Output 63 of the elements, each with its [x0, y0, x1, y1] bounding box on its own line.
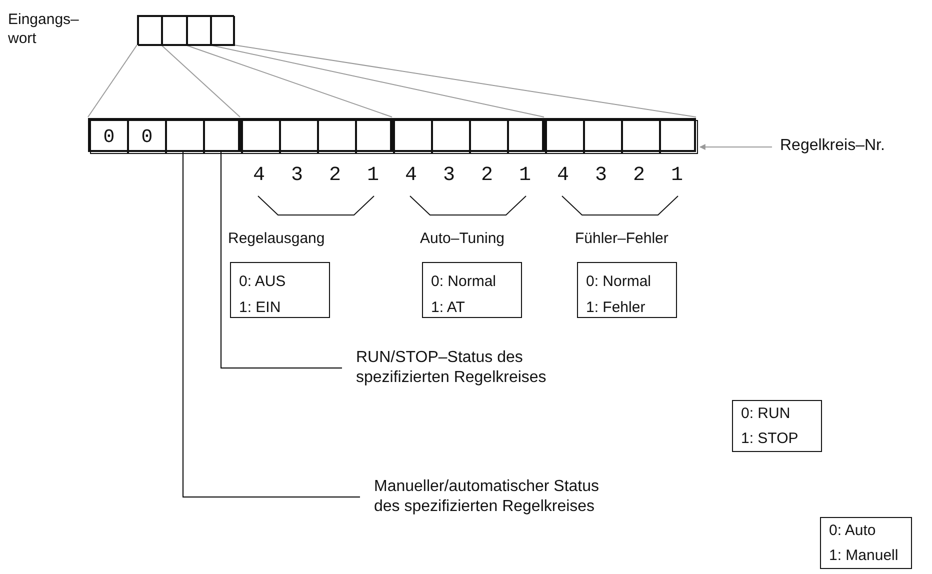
bit-cell	[138, 16, 162, 46]
bit-cell	[186, 16, 211, 46]
bit-number: 1	[366, 164, 380, 187]
bit-number: 1	[518, 164, 532, 187]
mapping-line	[185, 44, 392, 118]
value-text: 0: Normal	[431, 272, 498, 292]
value-text: 0: Auto	[829, 521, 877, 541]
bit-cell	[356, 120, 394, 154]
value-text: 1: Manuell	[829, 546, 900, 566]
field-heading: Auto–Tuning	[420, 230, 505, 247]
bit-group-box	[392, 118, 544, 152]
description-text: Regelkreis–Nr.	[780, 136, 910, 158]
field-heading: Fühler–Fehler	[575, 230, 668, 247]
value-text: 1: AT	[431, 298, 466, 318]
bit-cell	[204, 120, 242, 154]
bit-cell	[242, 120, 280, 154]
bit-number: 1	[670, 164, 684, 187]
bit-cell	[660, 120, 698, 154]
description-text: Manueller/automatischer Status des spezifizierten Regelkreises	[374, 477, 619, 521]
bit-group-box	[544, 118, 696, 152]
word-label: Eingangs– wort	[8, 10, 80, 48]
bit-number: 4	[556, 164, 570, 187]
bit-cell	[546, 120, 584, 154]
arrow	[699, 144, 772, 150]
description-text: RUN/STOP–Status des spezifizierten Regelkreises	[356, 348, 571, 392]
bit-cell	[162, 16, 186, 46]
bit-number: 3	[594, 164, 608, 187]
bit-cell	[470, 120, 508, 154]
mapping-line	[88, 44, 138, 118]
bit-cell	[318, 120, 356, 154]
bit-number: 4	[404, 164, 418, 187]
value-table-box	[732, 400, 822, 452]
value-text: 0: RUN	[741, 404, 792, 424]
leader-line	[220, 152, 342, 368]
bit-cell	[622, 120, 660, 154]
bit-number: 3	[442, 164, 456, 187]
bit-number: 2	[328, 164, 342, 187]
bit-number: 4	[252, 164, 266, 187]
leader-line	[182, 152, 360, 498]
mapping-line	[234, 44, 696, 118]
bit-cell	[166, 120, 204, 154]
bit-cell	[280, 120, 318, 154]
bit-cell: 0	[128, 120, 166, 154]
bit-cell	[210, 16, 235, 46]
bit-group-box	[240, 118, 392, 152]
field-heading: Regelausgang	[228, 230, 325, 247]
value-text: 1: EIN	[239, 298, 282, 318]
bit-number: 3	[290, 164, 304, 187]
value-text: 1: Fehler	[586, 298, 646, 318]
input-word-box	[137, 15, 234, 45]
value-text: 0: AUS	[239, 272, 287, 292]
value-text: 1: STOP	[741, 429, 800, 449]
bit-cell: 0	[90, 120, 128, 154]
bit-cell	[394, 120, 432, 154]
bit-number: 2	[632, 164, 646, 187]
bit-cell	[508, 120, 546, 154]
bit-number: 2	[480, 164, 494, 187]
bit-cell	[432, 120, 470, 154]
value-table-box	[820, 517, 912, 569]
mapping-line	[160, 44, 240, 118]
bit-cell	[584, 120, 622, 154]
value-text: 0: Normal	[586, 272, 652, 292]
bit-group-box	[88, 118, 240, 152]
